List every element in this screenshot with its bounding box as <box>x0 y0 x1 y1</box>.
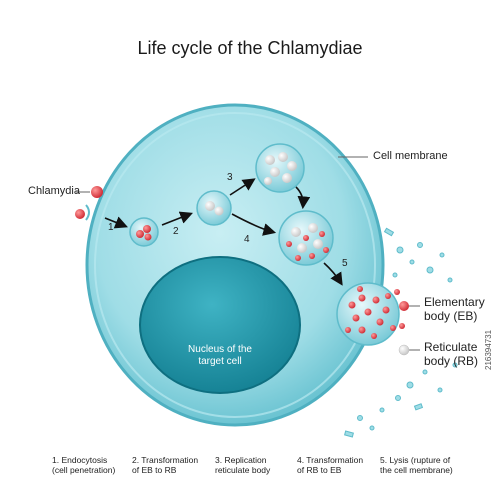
caption-3-line1: 3. Replication <box>215 455 267 465</box>
label-eb-line1: Elementary <box>424 295 485 309</box>
caption-4-line2: of RB to EB <box>297 465 342 475</box>
label-nucleus: Nucleus of the target cell <box>165 344 275 368</box>
label-cell-membrane: Cell membrane <box>373 150 448 162</box>
legend-markers <box>398 301 410 356</box>
step-number-1: 1 <box>108 222 114 233</box>
caption-3-line2: reticulate body <box>215 465 271 475</box>
caption-step-1: 1. Endocytosis (cell penetration) <box>52 455 115 475</box>
stock-id: 216394731 <box>484 329 493 370</box>
membrane-debris <box>344 227 458 438</box>
caption-step-2: 2. Transformation of EB to RB <box>132 455 198 475</box>
vacuole-stage-3 <box>255 143 305 193</box>
caption-5-line1: 5. Lysis (rupture of <box>380 455 451 465</box>
step-number-3: 3 <box>227 172 233 183</box>
vacuole-stage-2 <box>196 190 232 226</box>
caption-5-line2: the cell membrane) <box>380 465 453 475</box>
caption-1-line1: 1. Endocytosis <box>52 455 108 465</box>
label-rb-line2: body (RB) <box>424 354 479 368</box>
label-rb-line1: Reticulate <box>424 340 478 354</box>
vacuole-stage-4 <box>278 210 334 266</box>
cycle-arrows <box>104 178 343 286</box>
chlamydia-entering <box>75 186 103 221</box>
label-nucleus-line1: Nucleus of the <box>188 344 252 355</box>
label-nucleus-line2: target cell <box>198 356 242 367</box>
caption-2-line2: of EB to RB <box>132 465 177 475</box>
label-reticulate-body: Reticulate body (RB) <box>424 340 478 368</box>
nucleus <box>139 256 301 394</box>
step-number-2: 2 <box>173 226 179 237</box>
caption-4-line1: 4. Transformation <box>297 455 364 465</box>
label-elementary-body: Elementary body (EB) <box>424 295 485 323</box>
vacuole-stage-5 <box>336 282 400 346</box>
caption-step-3: 3. Replication reticulate body <box>215 455 270 475</box>
step-number-4: 4 <box>244 234 250 245</box>
label-chlamydia: Chlamydia <box>28 185 80 197</box>
caption-step-4: 4. Transformation of RB to EB <box>297 455 363 475</box>
step-number-5: 5 <box>342 258 348 269</box>
vacuole-stage-1 <box>129 217 159 247</box>
caption-1-line2: (cell penetration) <box>52 465 116 475</box>
caption-2-line1: 2. Transformation <box>132 455 199 465</box>
label-eb-line2: body (EB) <box>424 309 478 323</box>
caption-step-5: 5. Lysis (rupture of the cell membrane) <box>380 455 453 475</box>
diagram-title: Life cycle of the Chlamydiae <box>137 38 363 58</box>
released-bodies <box>394 289 405 329</box>
